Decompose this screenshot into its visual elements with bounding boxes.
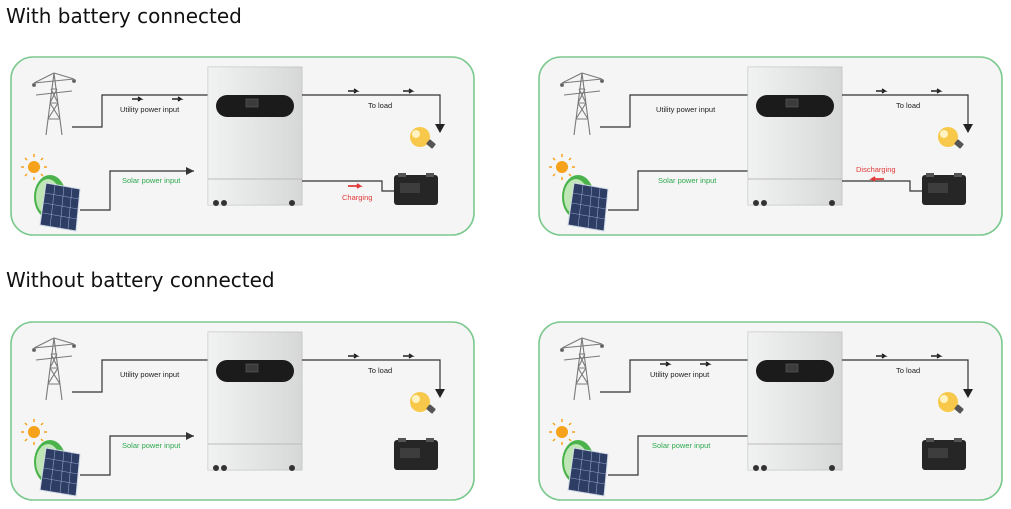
sun-icon — [549, 419, 575, 445]
solar-panel-icon — [34, 440, 81, 497]
section-title-without-battery: Without battery connected — [6, 268, 275, 292]
solar-panel-icon — [34, 175, 81, 232]
solar-power-input-label: Solar power input — [658, 176, 717, 185]
inverter-icon — [747, 331, 843, 471]
battery-icon — [394, 438, 438, 470]
sun-icon — [21, 154, 47, 180]
battery-icon — [922, 173, 966, 205]
utility-power-input-label: Utility power input — [650, 370, 710, 379]
utility-power-input-label: Utility power input — [656, 105, 716, 114]
battery-icon — [394, 173, 438, 205]
to-load-label: To load — [896, 366, 921, 375]
transmission-tower-icon — [559, 337, 605, 401]
inverter-icon — [747, 66, 843, 206]
discharging-label: Discharging — [856, 165, 896, 174]
transmission-tower-icon — [559, 72, 605, 136]
section-title-with-battery: With battery connected — [6, 4, 242, 28]
to-load-label: To load — [896, 101, 921, 110]
solar-power-input-label: Solar power input — [122, 176, 181, 185]
transmission-tower-icon — [31, 72, 77, 136]
utility-power-input-label: Utility power input — [120, 370, 180, 379]
to-load-label: To load — [368, 366, 393, 375]
light-bulb-icon — [410, 127, 436, 149]
light-bulb-icon — [410, 392, 436, 414]
battery-icon — [922, 438, 966, 470]
solar-panel-icon — [562, 175, 609, 232]
utility-power-input-label: Utility power input — [120, 105, 180, 114]
sun-icon — [21, 419, 47, 445]
inverter-icon — [207, 66, 303, 206]
light-bulb-icon — [938, 127, 964, 149]
light-bulb-icon — [938, 392, 964, 414]
solar-power-input-label: Solar power input — [122, 441, 181, 450]
sun-icon — [549, 154, 575, 180]
charging-label: Charging — [342, 193, 373, 202]
transmission-tower-icon — [31, 337, 77, 401]
inverter-icon — [207, 331, 303, 471]
solar-panel-icon — [562, 440, 609, 497]
to-load-label: To load — [368, 101, 393, 110]
solar-power-input-label: Solar power input — [652, 441, 711, 450]
